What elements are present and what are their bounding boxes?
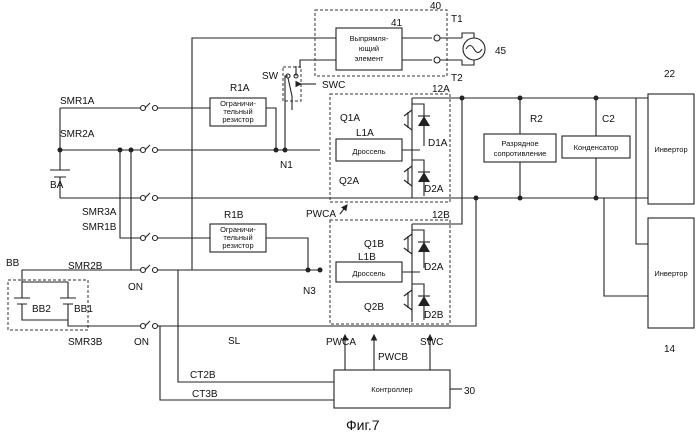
controller-ref: 30 (464, 386, 476, 397)
swc-label: SWC (322, 80, 345, 91)
sl-label: SL (228, 336, 241, 347)
smr1a-label: SMR1A (60, 96, 95, 107)
q2b-label: Q2B (364, 302, 384, 313)
q1b-label: Q1B (364, 239, 384, 250)
battery-a-label: BA (50, 180, 64, 191)
transistor-q1b-icon (404, 234, 412, 254)
smr3a-label: SMR3A (82, 207, 117, 218)
diode-d2a-b-icon (418, 242, 430, 252)
l1b-label: L1B (358, 252, 376, 263)
r1b-line-3: резистор (222, 241, 253, 250)
figure-caption: Фиг.7 (346, 417, 380, 433)
rectifier-unit-ref: 40 (430, 1, 442, 12)
smr2a-label: SMR2A (60, 129, 95, 140)
r1a-ref: R1A (230, 83, 250, 94)
choke-b-label: Дроссель (352, 269, 385, 278)
rectifier-line-2: ющий (359, 44, 379, 53)
transistor-q2a-icon (404, 166, 412, 186)
converter-12b-ref: 12B (432, 210, 450, 221)
inverter-bottom-ref: 14 (664, 344, 676, 355)
transistor-q2b-icon (404, 290, 412, 310)
on-label-2: ON (134, 337, 149, 348)
node-n3: N3 (303, 286, 316, 297)
d1a-label: D1A (428, 138, 448, 149)
t1-label: T1 (451, 14, 463, 25)
inverter-top-label: Инвертор (654, 145, 687, 154)
transistor-q1a-icon (404, 110, 412, 130)
sw-label: SW (262, 71, 279, 82)
inverter-bottom-label: Инвертор (654, 269, 687, 278)
d2a-label: D2A (424, 184, 444, 195)
q2a-label: Q2A (339, 176, 359, 187)
l1a-label: L1A (356, 128, 374, 139)
terminal-t2 (434, 57, 440, 63)
bb2-label: BB2 (32, 304, 51, 315)
swc-bottom-label: SWC (420, 337, 443, 348)
r2-line-1: Разрядное (501, 139, 538, 148)
diode-d2b-icon (418, 296, 430, 306)
r1a-line-3: резистор (222, 115, 253, 124)
inverter-top-ref: 22 (664, 69, 676, 80)
ct2b-label: CT2B (190, 370, 216, 381)
bb1-label: BB1 (74, 304, 93, 315)
rectifier-line-1: Выпрямля- (350, 34, 389, 43)
rectifier-line-3: элемент (354, 54, 384, 63)
pwcb-label: PWCB (378, 352, 408, 363)
q1a-label: Q1A (340, 113, 360, 124)
node-n1: N1 (280, 160, 293, 171)
d2a-b-label: D2A (424, 262, 444, 273)
battery-a-icon (50, 170, 70, 177)
terminal-t1 (434, 35, 440, 41)
c2-ref: C2 (602, 114, 615, 125)
pwca-mid-label: PWCA (306, 209, 336, 220)
capacitor-label: Конденсатор (574, 143, 619, 152)
smr1b-label: SMR1B (82, 222, 117, 233)
diode-d2a-icon (418, 172, 430, 182)
r1b-ref: R1B (224, 210, 244, 221)
ac-source-ref: 45 (495, 46, 507, 57)
smr3b-label: SMR3B (68, 337, 103, 348)
controller-label: Контроллер (371, 385, 412, 394)
ct3b-label: CT3B (192, 389, 218, 400)
t2-label: T2 (451, 73, 463, 84)
pwca-label: PWCA (326, 337, 356, 348)
d2b-label: D2B (424, 310, 444, 321)
rectifier-ref: 41 (391, 18, 403, 29)
diode-d1a-icon (418, 116, 430, 126)
r2-ref: R2 (530, 114, 543, 125)
r2-line-2: сопротивление (494, 149, 547, 158)
converter-12a-ref: 12A (432, 84, 450, 95)
battery-group-b-label: BB (6, 258, 20, 269)
choke-a-label: Дроссель (352, 147, 385, 156)
on-label-1: ON (128, 282, 143, 293)
